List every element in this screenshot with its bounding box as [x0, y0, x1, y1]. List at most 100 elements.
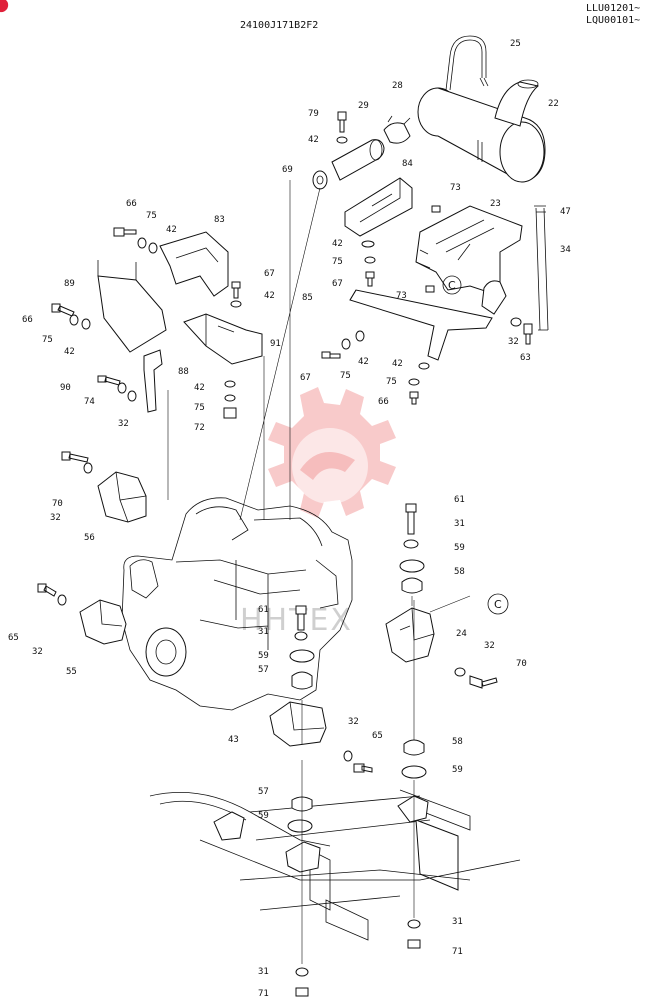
stopper-57-center	[291, 671, 313, 690]
serial-range-2: LQU00101~	[586, 15, 640, 26]
engine-mount-55	[79, 599, 127, 645]
part-callouts: 2522282979426984732347346675428342756773…	[8, 39, 571, 999]
callout-25: 25	[510, 39, 521, 49]
callout-59: 59	[454, 543, 465, 553]
callout-57: 57	[258, 665, 269, 675]
callout-73: 73	[396, 291, 407, 301]
callout-47: 47	[560, 207, 571, 217]
callout-32: 32	[348, 717, 359, 727]
left-bracket-group	[51, 227, 430, 419]
engine-mount-43	[269, 701, 327, 747]
pipe-clamp	[383, 122, 411, 144]
callout-65: 65	[8, 633, 19, 643]
cushion-59-lower	[401, 765, 427, 779]
callout-91: 91	[270, 339, 281, 349]
stopper-58-right	[401, 577, 423, 594]
bracket-88	[143, 349, 163, 413]
callout-57: 57	[258, 787, 269, 797]
callout-31: 31	[454, 519, 465, 529]
callout-43: 43	[228, 735, 239, 745]
callout-88: 88	[178, 367, 189, 377]
serial-range-1: LLU01201~	[586, 3, 640, 14]
nut-73-upper	[431, 205, 441, 213]
callout-59: 59	[452, 765, 463, 775]
reference-circle-upper	[442, 275, 462, 295]
gear-logo-icon	[268, 387, 396, 518]
callout-70: 70	[516, 659, 527, 669]
chassis-frame	[149, 600, 521, 997]
callout-42: 42	[358, 357, 369, 367]
engine-pulley	[145, 627, 187, 677]
callout-24: 24	[456, 629, 467, 639]
callout-89: 89	[64, 279, 75, 289]
cushion-59-right	[399, 559, 425, 573]
bracket-91	[183, 313, 263, 365]
callout-66: 66	[378, 397, 389, 407]
stopper-58-lower	[403, 739, 425, 756]
bolt-61-center	[295, 605, 307, 631]
callout-58: 58	[454, 567, 465, 577]
cushion-59-center	[289, 649, 315, 663]
callout-22: 22	[548, 99, 559, 109]
mounting-plate-85	[349, 289, 493, 361]
bolt-66-upper	[113, 227, 137, 237]
callout-31: 31	[258, 967, 269, 977]
svg-text:C: C	[448, 279, 456, 292]
callout-75: 75	[146, 211, 157, 221]
callout-32: 32	[118, 419, 129, 429]
callout-59: 59	[258, 651, 269, 661]
muffler-group: C	[312, 35, 549, 361]
callout-67: 67	[332, 279, 343, 289]
callout-70: 70	[52, 499, 63, 509]
frame-mount-left	[213, 811, 245, 841]
callout-42: 42	[264, 291, 275, 301]
callout-71: 71	[258, 989, 269, 999]
nut-73-lower	[425, 285, 435, 293]
callout-75: 75	[42, 335, 53, 345]
drawing-code: 24100J171B2F2	[240, 20, 318, 31]
callout-75: 75	[386, 377, 397, 387]
callout-59: 59	[258, 811, 269, 821]
callout-42: 42	[308, 135, 319, 145]
bolt-61-right	[405, 503, 417, 535]
svg-text:C: C	[494, 598, 502, 611]
callout-75: 75	[194, 403, 205, 413]
callout-66: 66	[22, 315, 33, 325]
callout-85: 85	[302, 293, 313, 303]
callout-31: 31	[452, 917, 463, 927]
callout-73: 73	[450, 183, 461, 193]
callout-42: 42	[166, 225, 177, 235]
callout-42: 42	[64, 347, 75, 357]
reference-circle-lower	[487, 593, 509, 615]
callout-72: 72	[194, 423, 205, 433]
callout-42: 42	[194, 383, 205, 393]
callout-32: 32	[32, 647, 43, 657]
muffler-bracket-23	[415, 205, 523, 293]
page-corner-marker	[0, 0, 9, 13]
watermark-text: HHTEX	[240, 603, 353, 638]
callout-69: 69	[282, 165, 293, 175]
callout-75: 75	[340, 371, 351, 381]
callout-32: 32	[484, 641, 495, 651]
callout-32: 32	[508, 337, 519, 347]
callout-66: 66	[126, 199, 137, 209]
washer-42	[336, 136, 348, 144]
bracket-83	[159, 231, 229, 297]
watermark: HHTEX	[240, 387, 396, 638]
callout-58: 58	[452, 737, 463, 747]
callout-84: 84	[402, 159, 413, 169]
engine-mount-24	[385, 607, 435, 663]
callout-56: 56	[84, 533, 95, 543]
callout-29: 29	[358, 101, 369, 111]
callout-31: 31	[258, 627, 269, 637]
frame-member-right	[415, 819, 459, 891]
callout-61: 61	[454, 495, 465, 505]
callout-83: 83	[214, 215, 225, 225]
callout-42: 42	[332, 239, 343, 249]
callout-75: 75	[332, 257, 343, 267]
callout-63: 63	[520, 353, 531, 363]
callout-79: 79	[308, 109, 319, 119]
callout-23: 23	[490, 199, 501, 209]
engine-mount-56	[97, 471, 147, 523]
callout-55: 55	[66, 667, 77, 677]
